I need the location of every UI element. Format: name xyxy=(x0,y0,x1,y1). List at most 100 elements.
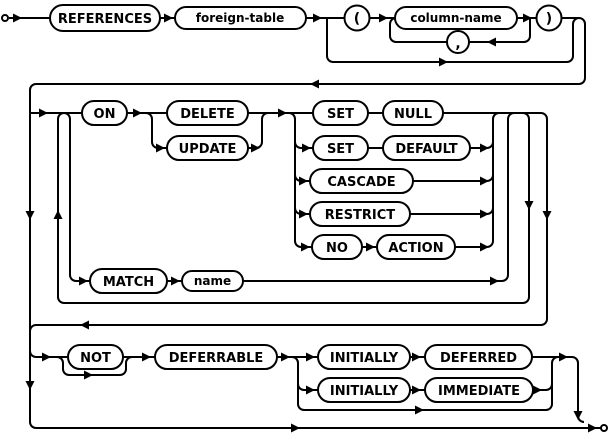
node-default: DEFAULT xyxy=(382,135,471,161)
arrowhead xyxy=(25,211,35,220)
node-foreign-table-label: foreign-table xyxy=(196,11,284,25)
node-column-name-label: column-name xyxy=(410,11,501,25)
end-terminal xyxy=(600,424,608,432)
arrowhead xyxy=(53,210,63,219)
node-set-1-label: SET xyxy=(327,107,354,122)
arrowhead xyxy=(42,352,51,362)
arrowhead xyxy=(480,176,489,186)
arrowhead xyxy=(559,352,568,362)
deferrable-entry-line xyxy=(29,350,155,358)
loop-exit-line xyxy=(29,112,548,332)
node-not: NOT xyxy=(67,344,124,370)
arrowhead xyxy=(366,242,375,252)
arrowhead xyxy=(306,385,315,395)
arrowhead xyxy=(302,143,311,153)
arrowhead xyxy=(84,370,93,380)
arrowhead xyxy=(524,201,534,210)
node-references: REFERENCES xyxy=(49,4,161,32)
arrowhead xyxy=(301,242,310,252)
action-split-rail xyxy=(288,112,312,248)
node-action: ACTION xyxy=(376,234,456,260)
flow-arrows xyxy=(13,13,597,433)
arrowhead xyxy=(251,143,260,153)
arrowhead xyxy=(13,13,22,23)
node-set-1: SET xyxy=(312,100,369,126)
node-update-label: UPDATE xyxy=(179,142,237,157)
arrowhead xyxy=(133,108,142,118)
arrowhead xyxy=(80,320,89,330)
arrowhead xyxy=(523,13,532,23)
node-immediate: IMMEDIATE xyxy=(424,377,534,403)
match-branch-line xyxy=(63,112,90,282)
arrowhead xyxy=(480,209,489,219)
arrowhead xyxy=(310,79,319,89)
node-references-label: REFERENCES xyxy=(58,12,152,27)
node-match-label: MATCH xyxy=(103,275,154,290)
node-null-label: NULL xyxy=(394,107,432,122)
node-match: MATCH xyxy=(89,268,168,294)
arrowhead xyxy=(299,176,308,186)
node-comma: , xyxy=(446,30,470,54)
node-restrict: RESTRICT xyxy=(309,201,411,227)
node-not-label: NOT xyxy=(80,351,111,366)
arrowhead xyxy=(291,423,300,433)
arrowhead xyxy=(306,352,315,362)
node-rparen: ) xyxy=(535,4,563,32)
arrowhead xyxy=(588,423,597,433)
paren-bypass-line xyxy=(326,17,580,63)
initially-bypass-line xyxy=(291,356,559,411)
node-delete-label: DELETE xyxy=(180,107,235,122)
arrowhead xyxy=(79,276,88,286)
node-set-2-label: SET xyxy=(327,142,354,157)
update-branch-line xyxy=(145,112,167,149)
node-deferred: DEFERRED xyxy=(424,344,533,370)
node-rparen-label: ) xyxy=(546,11,552,27)
node-no: NO xyxy=(311,234,363,260)
node-update: UPDATE xyxy=(166,135,249,161)
loop-back-line xyxy=(57,112,530,304)
action-split-set2 xyxy=(294,141,313,149)
node-on: ON xyxy=(81,100,128,126)
arrowhead xyxy=(156,143,165,153)
node-initially-1-label: INITIALLY xyxy=(330,351,399,366)
node-delete: DELETE xyxy=(166,100,249,126)
node-immediate-label: IMMEDIATE xyxy=(438,384,520,399)
deferred-row-and-final-rail xyxy=(277,356,585,423)
arrowhead xyxy=(313,13,322,23)
arrowhead xyxy=(281,352,290,362)
node-lparen-label: ( xyxy=(354,11,360,27)
arrowhead xyxy=(39,108,48,118)
node-initially-1: INITIALLY xyxy=(317,344,411,370)
arrowhead xyxy=(533,385,542,395)
initially2-branch-line xyxy=(297,383,318,391)
node-name-label: name xyxy=(194,274,231,288)
node-initially-2-label: INITIALLY xyxy=(330,384,399,399)
node-restrict-label: RESTRICT xyxy=(325,208,396,223)
arrowhead xyxy=(490,276,499,286)
arrowhead xyxy=(164,13,173,23)
update-merge-line xyxy=(248,112,269,149)
comma-loop-line xyxy=(389,17,531,43)
main-return-and-bottom-line xyxy=(29,17,601,429)
node-no-label: NO xyxy=(326,241,348,256)
node-comma-label: , xyxy=(455,36,460,52)
arrowhead xyxy=(439,57,448,67)
node-lparen: ( xyxy=(343,4,371,32)
arrowhead xyxy=(379,13,388,23)
node-column-name: column-name xyxy=(394,6,518,30)
arrowhead xyxy=(412,385,421,395)
arrowhead xyxy=(278,108,287,118)
arrowhead xyxy=(25,381,35,390)
node-deferrable: DEFERRABLE xyxy=(154,344,278,370)
start-terminal xyxy=(1,14,9,22)
arrowhead xyxy=(542,211,552,220)
arrowhead xyxy=(142,352,151,362)
node-null: NULL xyxy=(382,100,444,126)
arrowhead xyxy=(487,37,496,47)
node-action-label: ACTION xyxy=(388,241,443,256)
node-cascade-label: CASCADE xyxy=(327,175,395,190)
match-row-and-merge-rail xyxy=(167,112,515,282)
arrowhead xyxy=(573,411,583,420)
